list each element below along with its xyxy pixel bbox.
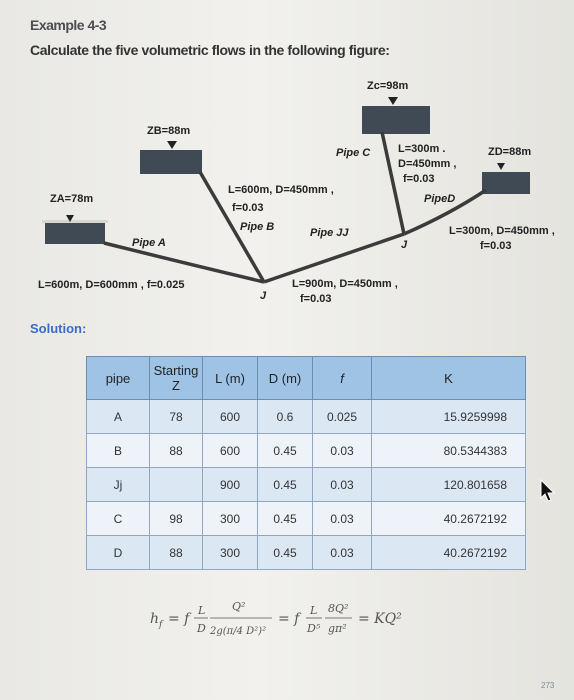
cell-k: 120.801658	[371, 467, 526, 502]
cell-f: 0.025	[312, 399, 372, 434]
table-row: D 88 300 0.45 0.03 40.2672192	[86, 535, 526, 570]
mouse-cursor-icon	[540, 479, 556, 502]
pipe-c-spec-line2: D=450mm ,	[398, 158, 457, 170]
pipe-b-name: Pipe B	[240, 221, 275, 233]
pipe-c-spec-line1: L=300m .	[398, 143, 446, 155]
cell-l: 300	[202, 501, 258, 536]
cell-k: 80.5344383	[371, 433, 526, 468]
formula-frac2-num: Q²	[232, 600, 245, 613]
reservoir-b	[140, 141, 202, 174]
cell-d: 0.6	[257, 399, 313, 434]
page-number: 273	[541, 681, 555, 690]
pipe-d-spec-line2: f=0.03	[480, 240, 512, 252]
cell-d: 0.45	[257, 467, 313, 502]
reservoir-d	[482, 163, 530, 194]
reservoir-b-label: ZB=88m	[147, 125, 191, 137]
reservoir-a	[42, 215, 108, 244]
junction-label-lower: J	[260, 290, 267, 302]
cell-k: 40.2672192	[371, 535, 526, 570]
formula-rhs: = KQ²	[358, 611, 402, 627]
reservoir-c	[362, 97, 430, 134]
pipe-c-name: Pipe C	[336, 147, 371, 159]
cell-f: 0.03	[312, 433, 372, 468]
cell-k: 40.2672192	[371, 501, 526, 536]
formula-frac3-den: D⁵	[306, 622, 321, 635]
pipe-network-diagram	[42, 97, 530, 284]
formula-frac4-num: 8Q²	[328, 602, 348, 615]
pipe-d-spec-line1: L=300m, D=450mm ,	[449, 225, 555, 237]
cell-z: 88	[149, 535, 203, 570]
cell-d: 0.45	[257, 535, 313, 570]
formula-frac2-den: 2g(π/4 D²)²	[209, 626, 266, 637]
table-header-row: pipe Starting Z L (m) D (m) f K	[86, 356, 526, 400]
head-loss-formula: h f = f L D Q² 2g(π/4 D²)² = f L D⁵ 8Q² …	[150, 600, 402, 637]
formula-frac1-den: D	[196, 622, 206, 635]
pipe-a-name: Pipe A	[132, 237, 166, 249]
cell-pipe: D	[86, 535, 150, 570]
pipe-d-name: PipeD	[424, 193, 456, 205]
cell-l: 600	[202, 433, 258, 468]
cell-z: 88	[149, 433, 203, 468]
pipe-c-spec-line3: f=0.03	[403, 173, 435, 185]
example-title: Example 4-3	[30, 17, 107, 33]
cell-pipe: B	[86, 433, 150, 468]
cell-l: 600	[202, 399, 258, 434]
formula-eq2: = f	[278, 611, 302, 627]
cell-d: 0.45	[257, 433, 313, 468]
header-length: L (m)	[202, 356, 258, 400]
pipe-b-spec-line2: f=0.03	[232, 202, 264, 214]
table-row: A 78 600 0.6 0.025 15.9259998	[86, 399, 526, 434]
pipe-data-table: pipe Starting Z L (m) D (m) f K A 78 600…	[86, 356, 526, 570]
cell-k: 15.9259998	[371, 399, 526, 434]
pipe-d-line	[403, 188, 487, 236]
formula-lhs-sub: f	[158, 620, 164, 630]
formula-frac1-num: L	[197, 604, 205, 617]
cell-z: 78	[149, 399, 203, 434]
pipe-b-spec-line1: L=600m, D=450mm ,	[228, 184, 334, 196]
pipes	[103, 131, 487, 284]
cell-z: 98	[149, 501, 203, 536]
cell-f: 0.03	[312, 467, 372, 502]
formula-lhs: h	[150, 611, 159, 627]
formula-frac4-den: gπ²	[328, 622, 347, 635]
reservoir-c-label: Zc=98m	[367, 80, 409, 92]
table-row: C 98 300 0.45 0.03 40.2672192	[86, 501, 526, 536]
cell-pipe: Jj	[86, 467, 150, 502]
header-friction: f	[312, 356, 372, 400]
cell-z	[149, 467, 203, 502]
header-k: K	[371, 356, 526, 400]
pipe-c-line	[380, 131, 406, 235]
cell-pipe: C	[86, 501, 150, 536]
reservoir-a-label: ZA=78m	[50, 193, 94, 205]
cell-pipe: A	[86, 399, 150, 434]
cell-l: 900	[202, 467, 258, 502]
cell-f: 0.03	[312, 501, 372, 536]
cell-l: 300	[202, 535, 258, 570]
header-diameter: D (m)	[257, 356, 313, 400]
pipe-jj-line	[263, 232, 405, 284]
pipe-jj-name: Pipe JJ	[310, 227, 349, 239]
cell-d: 0.45	[257, 501, 313, 536]
solution-heading: Solution:	[30, 321, 87, 336]
pipe-a-spec: L=600m, D=600mm , f=0.025	[38, 279, 185, 291]
formula-frac3-num: L	[309, 604, 317, 617]
reservoir-d-label: ZD=88m	[488, 146, 532, 158]
header-starting-z: Starting Z	[149, 356, 203, 400]
problem-statement: Calculate the five volumetric flows in t…	[30, 42, 390, 58]
header-pipe: pipe	[86, 356, 150, 400]
junction-label-upper: J	[401, 239, 408, 251]
pipe-jj-spec-line2: f=0.03	[300, 293, 332, 305]
formula-eq1: = f	[168, 611, 192, 627]
table-row: B 88 600 0.45 0.03 80.5344383	[86, 433, 526, 468]
table-row: Jj 900 0.45 0.03 120.801658	[86, 467, 526, 502]
pipe-jj-spec-line1: L=900m, D=450mm ,	[292, 278, 398, 290]
pipe-a-line	[103, 241, 265, 284]
pipe-b-line	[198, 171, 266, 283]
cell-f: 0.03	[312, 535, 372, 570]
